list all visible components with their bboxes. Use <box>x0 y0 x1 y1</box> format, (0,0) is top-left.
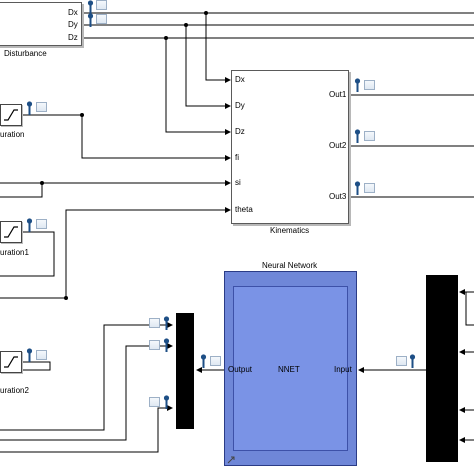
signal-line <box>205 13 231 83</box>
scope-icon[interactable] <box>96 0 107 10</box>
saturation-block-mid[interactable] <box>0 221 22 243</box>
kinematics-port-out2: Out2 <box>329 141 347 150</box>
mux-block-right[interactable] <box>426 275 458 462</box>
probe-icon[interactable] <box>87 13 94 27</box>
signal-line <box>0 207 231 299</box>
signal-line <box>465 292 474 326</box>
nnet-input-port: Input <box>334 365 352 374</box>
saturation-top-label: uration <box>0 130 25 139</box>
kinematics-block[interactable] <box>231 70 349 224</box>
probe-icon[interactable] <box>163 316 170 330</box>
scope-icon[interactable] <box>36 219 47 229</box>
signal-line <box>0 405 173 453</box>
mux-block[interactable] <box>176 313 194 429</box>
disturbance-block[interactable] <box>0 2 82 46</box>
branch-point <box>64 296 68 300</box>
branch-point <box>40 181 44 185</box>
nnet-name: NNET <box>278 365 300 374</box>
saturation-curve-icon <box>4 356 18 368</box>
probe-icon[interactable] <box>26 101 33 115</box>
scope-icon[interactable] <box>149 340 160 350</box>
probe-icon[interactable] <box>354 181 361 195</box>
signal-line <box>185 25 231 109</box>
scope-icon[interactable] <box>149 397 160 407</box>
kinematics-port-si: si <box>235 178 241 187</box>
branch-point <box>164 36 168 40</box>
kinematics-label: Kinematics <box>270 226 310 235</box>
nnet-title: Neural Network <box>262 261 318 270</box>
disturbance-port-dz: Dz <box>68 33 78 42</box>
nnet-inner-panel <box>233 286 348 451</box>
scope-icon[interactable] <box>210 356 221 366</box>
probe-icon[interactable] <box>354 78 361 92</box>
disturbance-port-dx: Dx <box>68 8 78 17</box>
kinematics-port-out3: Out3 <box>329 192 347 201</box>
disturbance-label: Disturbance <box>4 49 47 58</box>
kinematics-port-theta: theta <box>235 205 253 214</box>
probe-icon[interactable] <box>26 218 33 232</box>
scope-icon[interactable] <box>396 356 407 366</box>
branch-points <box>40 11 208 300</box>
saturation-curve-icon <box>4 226 18 238</box>
saturation-mid-label: uration1 <box>0 248 29 257</box>
probe-icon[interactable] <box>87 0 94 14</box>
saturation-block-bot[interactable] <box>0 351 22 373</box>
probe-icon[interactable] <box>200 354 207 368</box>
scope-icon[interactable] <box>364 80 375 90</box>
scope-icon[interactable] <box>364 183 375 193</box>
probe-icon[interactable] <box>409 354 416 368</box>
nnet-output-port: Output <box>228 365 253 374</box>
signal-line <box>0 322 173 431</box>
probe-icon[interactable] <box>26 348 33 362</box>
link-icon <box>227 456 235 464</box>
kinematics-port-dy: Dy <box>235 101 245 110</box>
kinematics-port-dx: Dx <box>235 75 245 84</box>
signal-line <box>0 183 43 198</box>
probe-icon[interactable] <box>163 395 170 409</box>
saturation-bot-label: uration2 <box>0 386 29 395</box>
signal-line <box>0 231 55 277</box>
saturation-curve-icon <box>4 109 18 121</box>
probe-icon[interactable] <box>354 129 361 143</box>
scope-icon[interactable] <box>36 350 47 360</box>
branch-point <box>184 23 188 27</box>
branch-point <box>204 11 208 15</box>
signal-line <box>0 361 51 371</box>
kinematics-port-fi: fi <box>235 153 239 162</box>
probe-icon[interactable] <box>163 338 170 352</box>
saturation-block-top[interactable] <box>0 104 22 126</box>
scope-icon[interactable] <box>36 102 47 112</box>
kinematics-port-dz: Dz <box>235 127 245 136</box>
scope-icon[interactable] <box>96 14 107 24</box>
scope-icon[interactable] <box>149 318 160 328</box>
kinematics-port-out1: Out1 <box>329 90 347 99</box>
nnet-block[interactable] <box>224 271 357 466</box>
scope-icon[interactable] <box>364 131 375 141</box>
disturbance-port-dy: Dy <box>68 20 78 29</box>
branch-point <box>80 113 84 117</box>
signal-line <box>165 38 231 135</box>
signal-line <box>22 114 231 161</box>
